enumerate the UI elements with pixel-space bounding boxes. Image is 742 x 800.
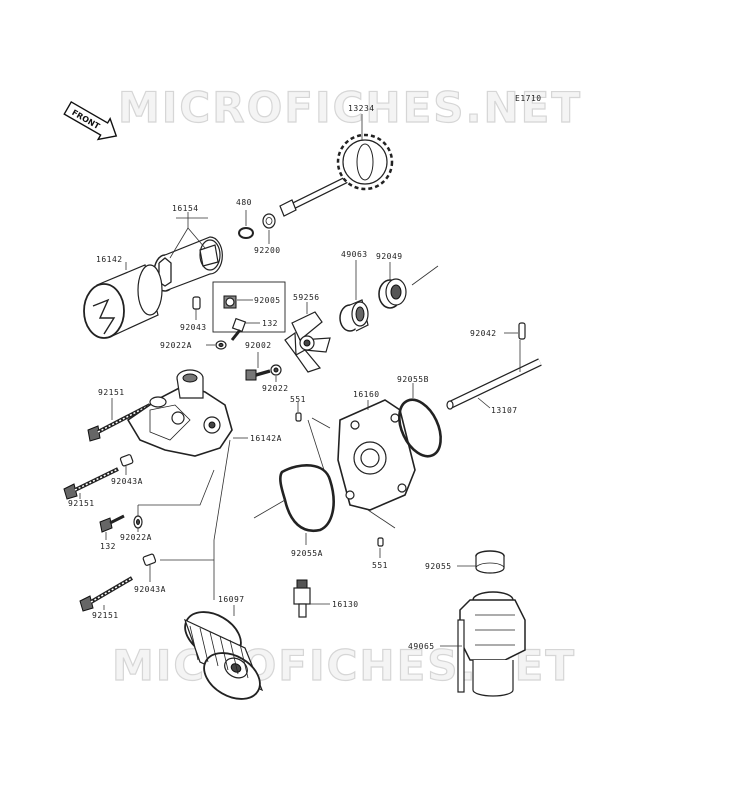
label-92005: 92005	[254, 296, 281, 305]
part-92043A-pin-lower	[142, 553, 157, 566]
part-16154-inner-rotor	[153, 236, 223, 292]
part-59256-impeller	[284, 311, 331, 373]
label-16097: 16097	[218, 595, 245, 604]
part-92005-fitting	[223, 295, 237, 309]
label-92022: 92022	[262, 384, 289, 393]
part-92049-oil-seal	[378, 278, 407, 309]
part-92151-bolt-upper	[87, 403, 151, 442]
label-92049: 92049	[376, 252, 403, 261]
part-92022A-washer-upper	[215, 340, 227, 350]
label-16160: 16160	[353, 390, 380, 399]
label-92042: 92042	[470, 329, 497, 338]
label-16142: 16142	[96, 255, 123, 264]
label-13234: 13234	[348, 104, 375, 113]
part-49065-oil-strainer	[457, 591, 526, 697]
label-92055: 92055	[425, 562, 452, 571]
label-16142A: 16142A	[250, 434, 282, 443]
label-92151-middle: 92151	[68, 499, 95, 508]
part-132-bolt-upper	[230, 317, 247, 341]
part-92022A-washer-lower	[133, 515, 143, 529]
label-49065: 49065	[408, 642, 435, 651]
label-16154: 16154	[172, 204, 199, 213]
label-92043A-upper: 92043A	[111, 477, 143, 486]
callout-box-92005	[212, 281, 286, 333]
label-551-upper: 551	[290, 395, 306, 404]
label-92200: 92200	[254, 246, 281, 255]
part-480-circlip	[238, 227, 254, 239]
label-92151-lower: 92151	[92, 611, 119, 620]
part-16160-pump-cover	[337, 399, 416, 511]
label-16130: 16130	[332, 600, 359, 609]
part-92151-bolt-middle	[63, 467, 119, 500]
part-551-pin-upper	[295, 412, 302, 422]
label-13107: 13107	[491, 406, 518, 415]
part-92002-bolt	[245, 369, 271, 381]
part-16142-outer-rotor	[83, 264, 163, 339]
label-92151-upper: 92151	[98, 388, 125, 397]
part-13107-shaft	[446, 340, 542, 410]
part-49063-seal	[339, 299, 369, 332]
part-132-bolt-lower	[99, 514, 125, 533]
part-92151-bolt-lower	[79, 576, 134, 612]
part-92055-o-ring-cap	[475, 550, 505, 574]
part-16130-pressure-switch	[293, 579, 311, 618]
part-92055B-o-ring	[398, 398, 442, 458]
label-92055B: 92055B	[397, 375, 429, 384]
label-92055A: 92055A	[291, 549, 323, 558]
label-551-lower: 551	[372, 561, 388, 570]
part-13234-sprocket-shaft	[279, 133, 394, 217]
watermark-top: MICROFICHES.NET	[118, 83, 582, 132]
part-16097-oil-filter	[183, 611, 264, 700]
part-16142A-pump-body	[126, 369, 233, 457]
part-92042-pin	[518, 322, 526, 340]
label-49063: 49063	[341, 250, 368, 259]
label-92043A-lower: 92043A	[134, 585, 166, 594]
label-92022A-upper: 92022A	[160, 341, 192, 350]
part-92022-washer	[270, 364, 282, 376]
diagram-code: E1710	[515, 94, 542, 103]
label-59256: 59256	[293, 293, 320, 302]
part-551-pin-lower	[377, 537, 384, 547]
part-92055A-o-ring	[279, 463, 335, 533]
label-92043: 92043	[180, 323, 207, 332]
part-92043A-pin-upper	[119, 454, 134, 467]
front-arrow-icon: FRONT	[63, 100, 118, 141]
label-480: 480	[236, 198, 252, 207]
label-132-upper: 132	[262, 319, 278, 328]
label-92002: 92002	[245, 341, 272, 350]
part-92043-pin	[192, 296, 201, 310]
label-92022A-lower: 92022A	[120, 533, 152, 542]
part-92200-washer	[262, 213, 276, 229]
label-132-lower: 132	[100, 542, 116, 551]
